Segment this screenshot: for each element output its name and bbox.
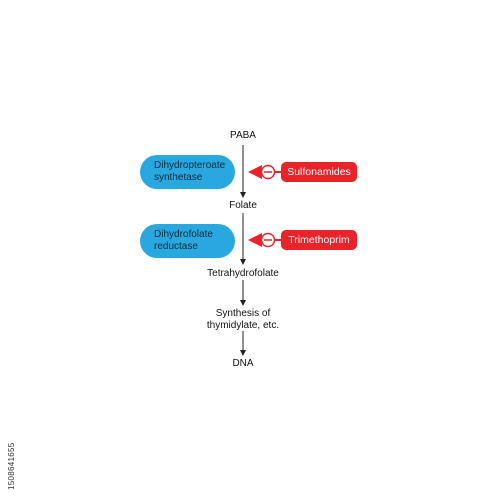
enzyme-dihydrofolate-reductase: Dihydrofolate reductase [140, 224, 235, 258]
inhibitor-sulfonamides: Sulfonamides [281, 162, 357, 182]
stock-image-id-text: 1508641655 [7, 442, 16, 491]
enzyme-dhfr-line2: reductase [154, 241, 198, 252]
node-paba: PABA [230, 130, 256, 141]
node-synthesis: Synthesis of thymidylate, etc. [193, 308, 293, 332]
node-tetrahydrofolate: Tetrahydrofolate [207, 268, 279, 279]
enzyme-dihydropteroate-synthetase: Dihydropteroate synthetase [140, 155, 235, 189]
node-folate: Folate [229, 200, 257, 211]
node-dna: DNA [232, 358, 254, 369]
stock-image-id: 1508641655 [7, 380, 21, 491]
node-synthesis-line1: Synthesis of [215, 308, 271, 319]
enzyme-dhps-line1: Dihydropteroate [154, 160, 226, 171]
enzyme-dhps-line2: synthetase [154, 172, 203, 183]
inhibitor-trimethoprim: Trimethoprim [281, 230, 357, 250]
node-synthesis-line2: thymidylate, etc. [206, 320, 280, 331]
enzyme-dhfr-line1: Dihydrofolate [154, 229, 213, 240]
